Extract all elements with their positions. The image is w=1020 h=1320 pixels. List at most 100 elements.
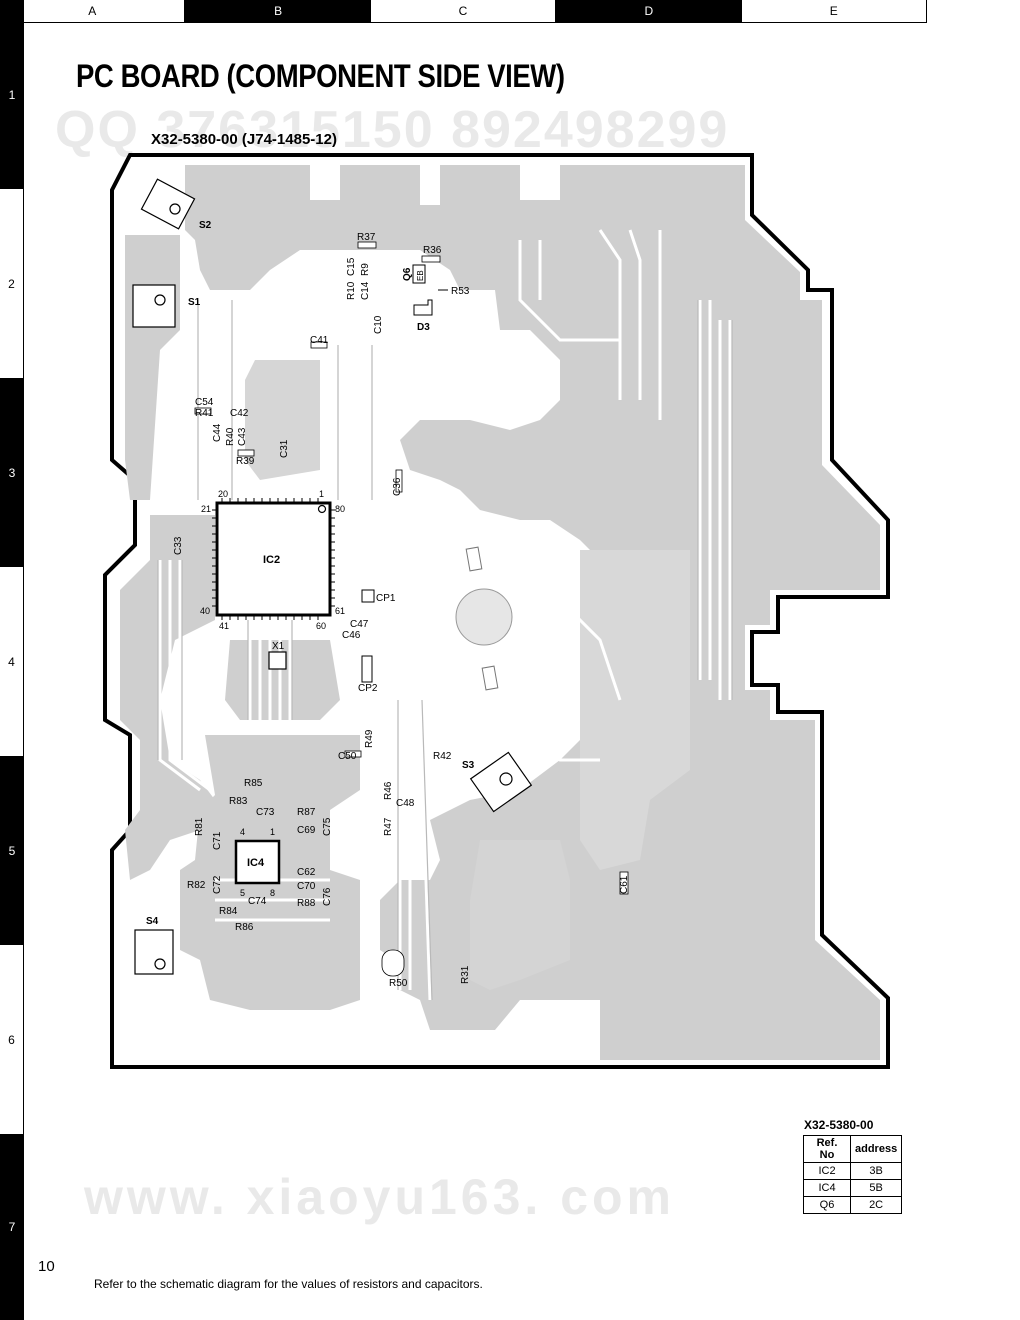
- label-cp2: CP2: [358, 683, 378, 694]
- center-pad-area: [455, 546, 513, 691]
- label-c42: C42: [230, 408, 249, 419]
- label-c46: C46: [342, 630, 361, 641]
- label-r31: R31: [460, 965, 471, 984]
- switch-s3: [469, 751, 533, 813]
- label-r85: R85: [244, 778, 263, 789]
- label-c44: C44: [212, 423, 223, 442]
- label-ic2-pin40: 40: [200, 606, 210, 616]
- row-4: 4: [0, 567, 24, 756]
- column-grid-bar: A B C D E: [0, 0, 927, 24]
- table-row: IC4 5B: [803, 1179, 903, 1197]
- ref-col-refno: Ref. No: [803, 1135, 851, 1163]
- address-cell: 5B: [849, 1179, 903, 1197]
- column-C: C: [370, 0, 557, 23]
- label-ic2-pin80: 80: [335, 504, 345, 514]
- crystal-x1: [268, 651, 287, 670]
- d3-diode: [413, 299, 433, 316]
- label-d3: D3: [417, 322, 430, 333]
- traces-white: [158, 229, 732, 1001]
- ref-cell: Q6: [803, 1196, 851, 1214]
- page-title: PC BOARD (COMPONENT SIDE VIEW): [76, 58, 565, 94]
- label-s4: S4: [146, 916, 159, 927]
- label-c62: C62: [297, 867, 316, 878]
- board-part-number: X32-5380-00 (J74-1485-12): [151, 131, 337, 148]
- label-r9: R9: [360, 263, 371, 276]
- label-c47: C47: [350, 619, 369, 630]
- ic4-package: [234, 839, 281, 885]
- label-ic2-pin41: 41: [219, 621, 229, 631]
- row-6: 6: [0, 945, 24, 1134]
- label-c71: C71: [212, 831, 223, 850]
- label-ic2: IC2: [263, 554, 280, 566]
- label-c73: C73: [256, 807, 275, 818]
- passive-footprints: [194, 241, 629, 977]
- label-c43: C43: [237, 427, 248, 446]
- label-c70: C70: [297, 881, 316, 892]
- watermark-top: QQ 376315150 892498299: [55, 101, 730, 159]
- label-r49: R49: [364, 729, 375, 748]
- label-ic4-pin1: 1: [270, 827, 275, 837]
- label-r37: R37: [357, 232, 376, 243]
- label-c61: C61: [619, 875, 630, 894]
- page-number: 10: [38, 1258, 55, 1275]
- column-A: A: [0, 0, 186, 23]
- label-r81: R81: [194, 817, 205, 836]
- label-c41: C41: [310, 335, 329, 346]
- switch-s4: [134, 929, 174, 975]
- label-c50: C50: [338, 751, 357, 762]
- label-ic4-pin8: 8: [270, 888, 275, 898]
- label-r53: R53: [451, 286, 470, 297]
- column-D: D: [556, 0, 742, 23]
- label-r47: R47: [383, 817, 394, 836]
- label-r39: R39: [236, 456, 255, 467]
- label-c72: C72: [212, 875, 223, 894]
- label-ic4-pin5: 5: [240, 888, 245, 898]
- label-r86: R86: [235, 922, 254, 933]
- ref-cell: IC2: [803, 1162, 851, 1180]
- row-5: 5: [0, 756, 24, 945]
- label-ic2-pin1: 1: [319, 489, 324, 499]
- label-r46: R46: [383, 781, 394, 800]
- label-r50: R50: [389, 978, 408, 989]
- label-r36: R36: [423, 245, 442, 256]
- ic2-pins: [212, 498, 335, 620]
- label-c75: C75: [322, 817, 333, 836]
- label-c33: C33: [173, 536, 184, 555]
- address-cell: 2C: [849, 1196, 903, 1214]
- table-row: IC2 3B: [803, 1162, 903, 1180]
- label-ic4-pin4: 4: [240, 827, 245, 837]
- table-row: Q6 2C: [803, 1196, 903, 1214]
- label-c76: C76: [322, 887, 333, 906]
- label-cp1: CP1: [376, 593, 396, 604]
- label-ic4: IC4: [247, 857, 265, 869]
- label-r10: R10: [346, 281, 357, 300]
- label-r87: R87: [297, 807, 316, 818]
- label-c31: C31: [279, 439, 290, 458]
- ref-table-header: Ref. No address: [803, 1135, 903, 1163]
- label-ic2-pin61: 61: [335, 606, 345, 616]
- label-c36: C36: [392, 477, 403, 496]
- switch-s2: [140, 178, 196, 230]
- label-c10: C10: [373, 315, 384, 334]
- label-c15: C15: [346, 257, 357, 276]
- label-x1: X1: [272, 641, 285, 652]
- label-c69: C69: [297, 825, 316, 836]
- row-2: 2: [0, 189, 24, 378]
- row-3: 3: [0, 378, 24, 567]
- ref-address-table: Ref. No address IC2 3B IC4 5B Q6 2C: [803, 1135, 903, 1214]
- label-r83: R83: [229, 796, 248, 807]
- row-1: 1: [0, 0, 24, 189]
- label-r88: R88: [297, 898, 316, 909]
- label-c74: C74: [248, 896, 267, 907]
- label-s3: S3: [462, 760, 475, 771]
- footnote: Refer to the schematic diagram for the v…: [94, 1277, 483, 1291]
- ref-cell: IC4: [803, 1179, 851, 1197]
- label-c48: C48: [396, 798, 415, 809]
- label-r41: R41: [195, 408, 214, 419]
- traces-outline: [157, 300, 733, 1001]
- cp1-pad: [361, 589, 375, 603]
- ref-table-title: X32-5380-00: [804, 1118, 874, 1132]
- label-s2: S2: [199, 220, 212, 231]
- label-eb: EB: [416, 270, 425, 281]
